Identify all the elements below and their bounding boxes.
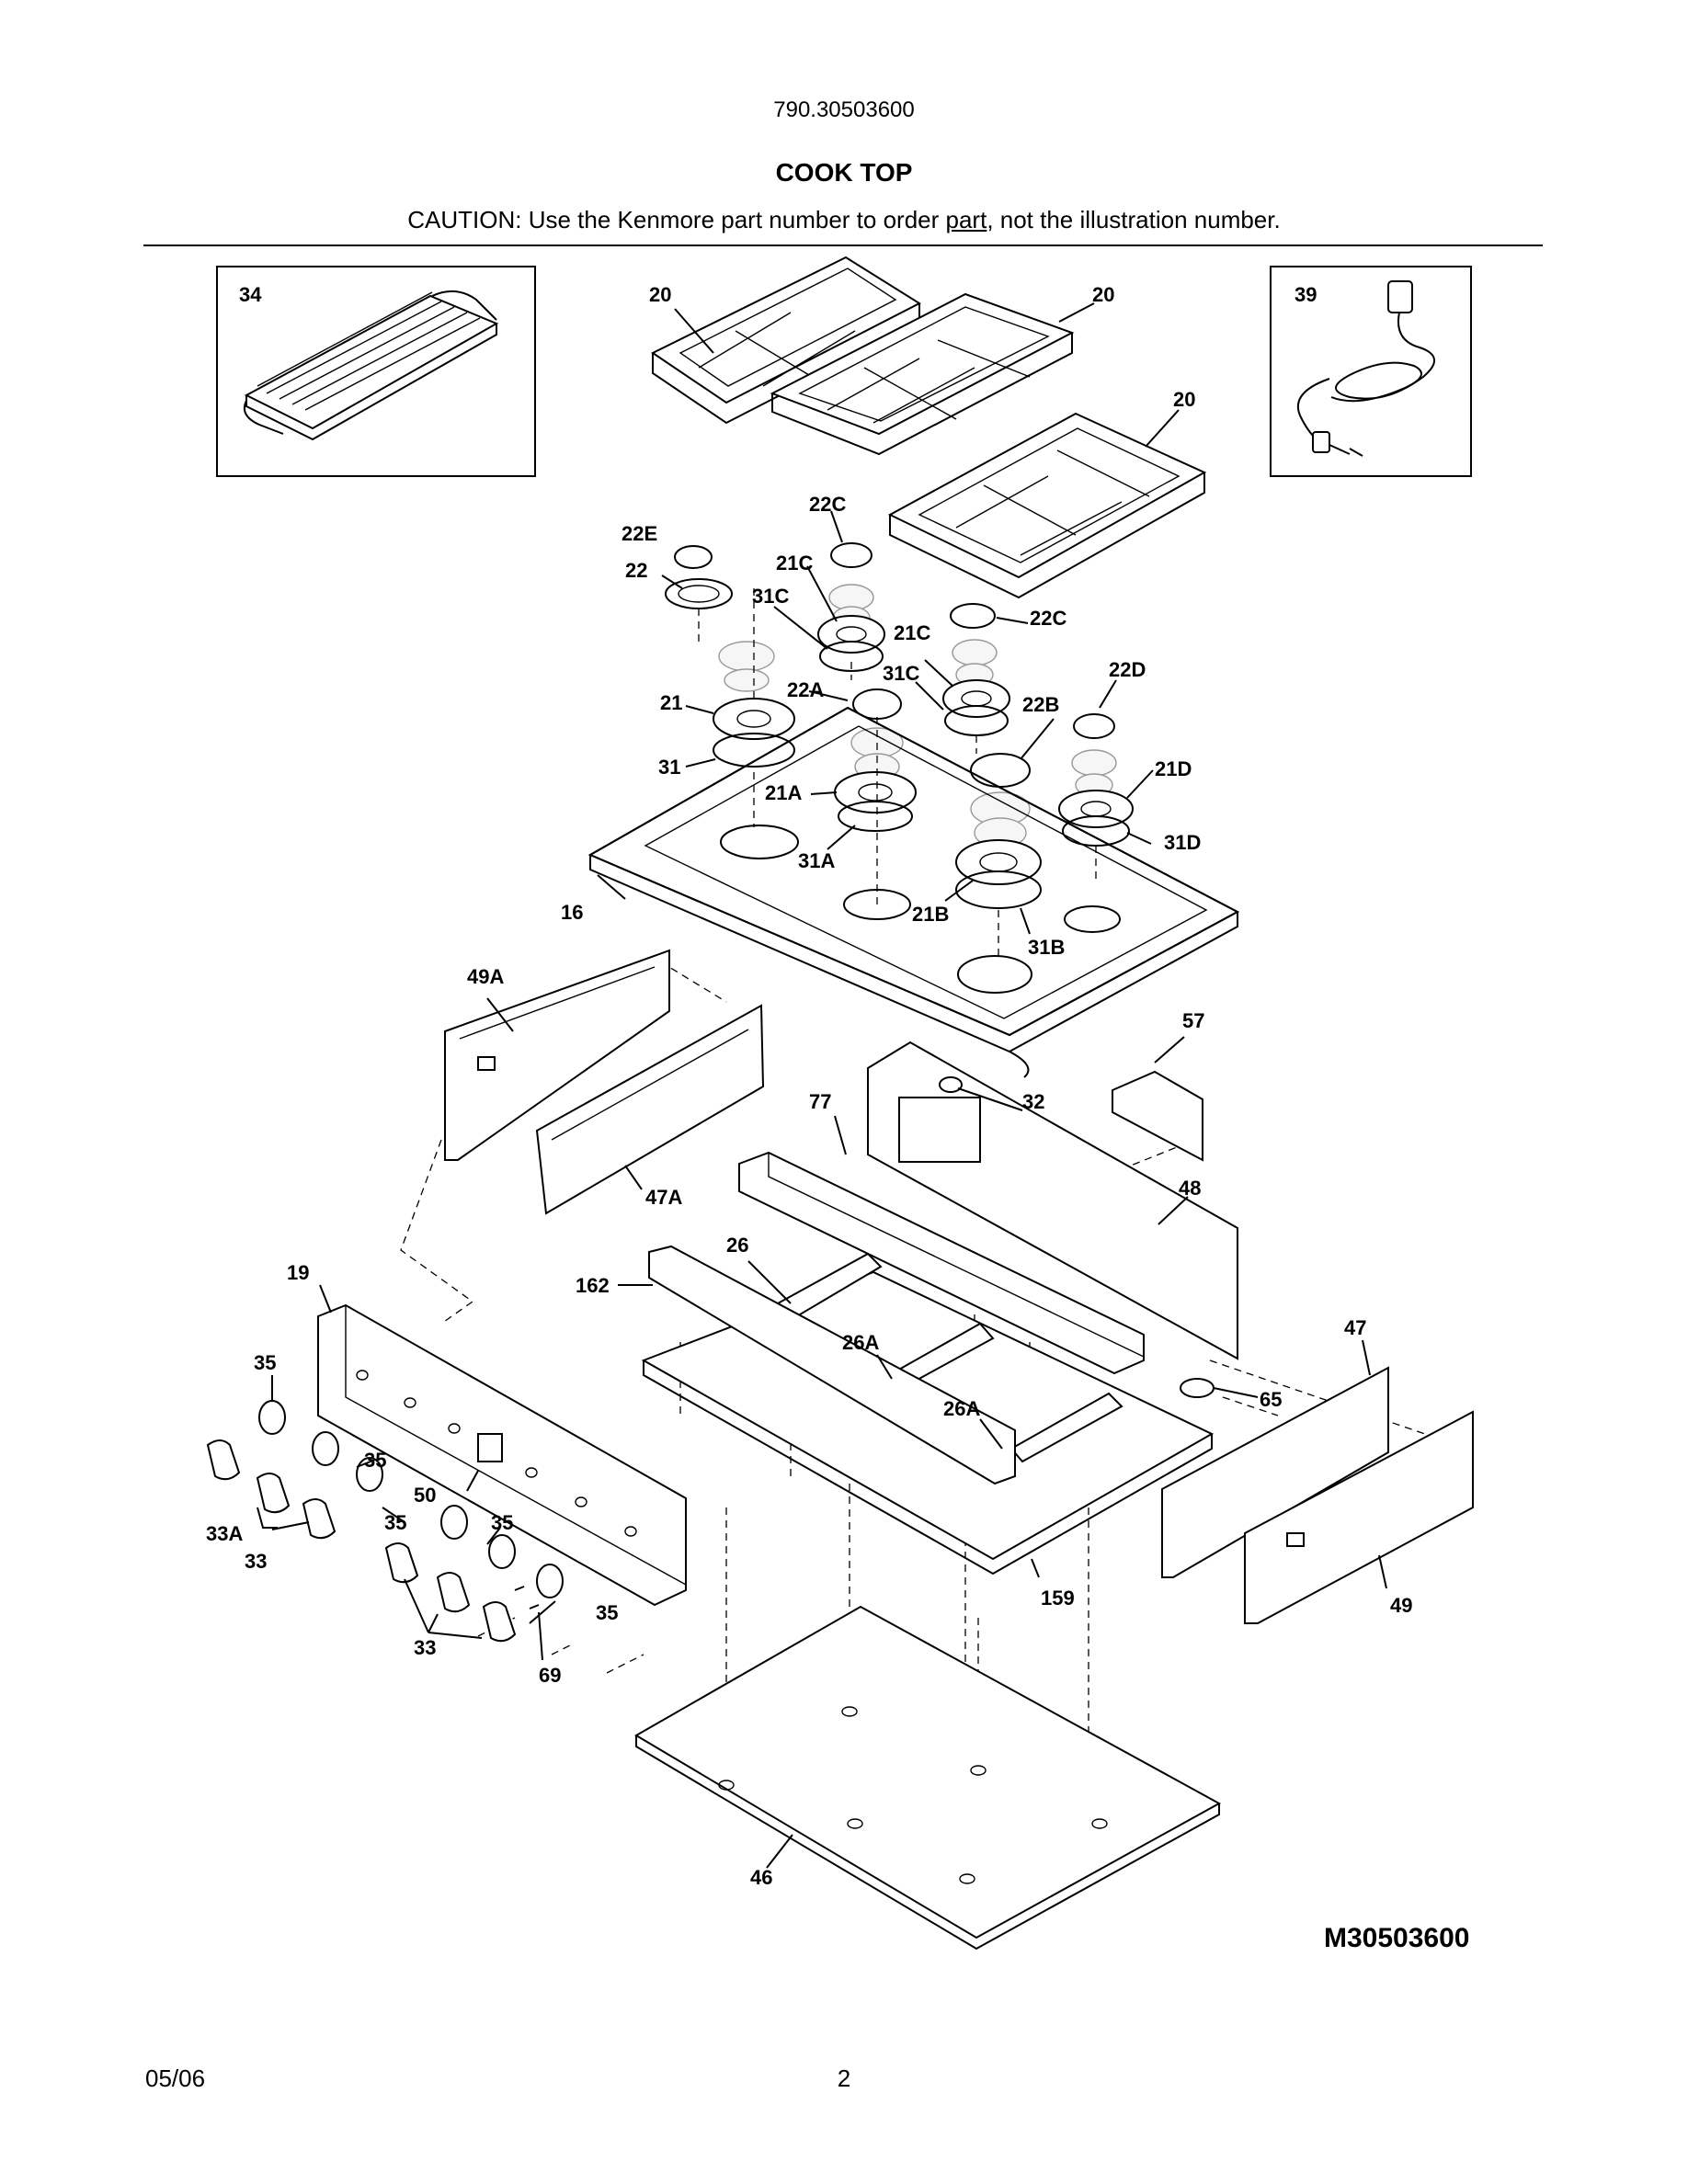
callout-48: 48 [1179,1177,1201,1200]
bottom-pan-46 [634,1605,1222,1951]
callout-16: 16 [561,901,583,924]
callout-47a: 47A [645,1186,682,1209]
callout-33-lower: 33 [414,1636,436,1659]
callout-22b: 22B [1022,693,1059,716]
callout-159: 159 [1041,1587,1075,1610]
callout-49a: 49A [467,965,504,988]
burner-ring-31c-back [819,641,884,672]
callout-33a: 33A [206,1522,243,1545]
callout-49: 49 [1390,1594,1412,1617]
callout-46: 46 [750,1866,772,1889]
griddle-icon [243,290,499,441]
cooktop-surface-16 [587,706,1240,1078]
header-divider [143,245,1543,246]
callout-22c-back: 22C [809,493,846,516]
fitting-65 [1180,1378,1215,1398]
channel-77 [738,1151,1145,1375]
callout-22e: 22E [622,522,657,545]
rail-162 [648,1245,1016,1485]
callout-26a-left: 26A [842,1331,879,1354]
caution-note: CAUTION: Use the Kenmore part number to … [0,206,1688,234]
burner-grate-right [887,412,1207,599]
callout-21c-back: 21C [776,552,813,574]
callout-26: 26 [726,1234,748,1257]
leader-lines [257,302,1387,1869]
side-panel-49a [444,949,670,1161]
footer-date: 05/06 [145,2065,206,2092]
burner-cap-22c-right [950,603,996,629]
callout-21b: 21B [912,903,949,926]
callout-35-fourth: 35 [491,1511,513,1534]
callout-31: 31 [658,756,680,779]
callout-20-left: 20 [649,283,671,306]
callout-20-lower: 20 [1173,388,1195,411]
knob-bezels-35 [258,1400,564,1598]
callout-77: 77 [809,1090,831,1113]
callout-22d: 22D [1109,658,1146,681]
callout-31c-back: 31C [752,585,789,608]
callout-31c-right: 31C [883,662,919,685]
burner-grate-left [651,256,922,425]
burner-cap-22e [674,545,713,569]
callout-35-second: 35 [364,1449,386,1472]
callout-35-lower: 35 [596,1601,618,1624]
caution-text-start: CAUTION: Use the Kenmore part number to … [407,206,946,233]
callout-31d: 31D [1164,831,1201,854]
callout-35-third: 35 [384,1511,406,1534]
burner-grate-center [770,292,1075,456]
callout-39: 39 [1295,283,1317,306]
section-title: COOK TOP [775,158,913,187]
power-cord-icon [1296,280,1435,457]
spring-69 [514,1586,540,1610]
callout-31a: 31A [798,849,835,872]
callout-26a-right: 26A [943,1397,980,1420]
callout-21a: 21A [765,781,802,804]
burner-ring-31a [838,801,913,832]
callout-162: 162 [576,1274,610,1297]
callout-57: 57 [1182,1009,1204,1032]
ghost-burner-right [952,639,998,687]
callout-32: 32 [1022,1090,1044,1113]
callout-22a: 22A [787,678,824,701]
burner-ring-31 [713,733,795,768]
diagram-reference-code: M30503600 [1324,1923,1470,1953]
page-number: 2 [837,2065,851,2092]
bracket-26a-right [1009,1392,1123,1463]
callout-31b: 31B [1028,936,1065,959]
callout-22c-right: 22C [1030,607,1066,630]
bracket-57 [1112,1070,1203,1162]
control-panel-19 [317,1303,687,1607]
griddle-inset [216,266,536,477]
control-knobs-33 [206,1439,517,1643]
ghost-burner-left [718,641,775,692]
callout-47: 47 [1344,1316,1366,1339]
callout-33-left: 33 [245,1550,267,1573]
callout-20-right: 20 [1092,283,1114,306]
ghost-burner-far-right [1071,749,1117,797]
side-panel-47a [535,1004,765,1215]
callout-labels: 34 20 20 20 39 22E 22 22C 21C 31C 22C 21… [206,283,1412,1889]
callout-35-top: 35 [254,1351,276,1374]
callout-69: 69 [539,1664,561,1687]
burner-cap-22c-back [830,542,873,568]
callout-21d: 21D [1155,757,1192,780]
power-cord-inset [1270,266,1472,477]
burner-cap-22d [1073,713,1115,739]
side-panel-49 [1244,1410,1474,1624]
caution-text-end: , not the illustration number. [987,206,1281,233]
model-number: 790.30503600 [773,97,915,122]
callout-50: 50 [414,1484,436,1507]
callout-21c-right: 21C [894,621,930,644]
fitting-32 [939,1076,963,1093]
callout-22: 22 [625,559,647,582]
rear-panel-48 [867,1041,1238,1360]
caution-underlined-word: part [945,206,987,233]
callout-21: 21 [660,691,682,714]
callout-34: 34 [239,283,262,306]
callout-19: 19 [287,1261,309,1284]
burner-ring-31b [955,870,1042,909]
callout-65: 65 [1260,1388,1282,1411]
